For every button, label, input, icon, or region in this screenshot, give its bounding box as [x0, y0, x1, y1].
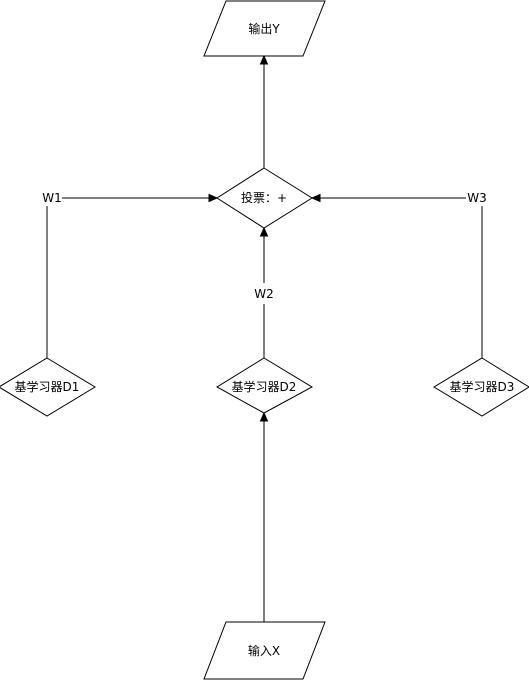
node-learner3: 基学习器D3 — [433, 357, 529, 417]
node-input-label: 输入X — [248, 643, 280, 658]
node-vote-label: 投票：+ — [241, 190, 287, 205]
edge-vote-to-output — [259, 54, 269, 168]
node-learner2-label: 基学习器D2 — [232, 379, 297, 394]
node-output: 输出Y — [203, 0, 326, 57]
edge-input-to-learner2 — [259, 411, 269, 622]
arrowhead-up-icon — [259, 54, 269, 65]
node-vote: 投票：+ — [216, 167, 313, 229]
node-learner1: 基学习器D1 — [0, 357, 96, 417]
edge-label-w3: W3 — [467, 191, 487, 205]
node-input: 输入X — [203, 621, 326, 680]
edge-label-w1: W1 — [42, 191, 62, 205]
arrowhead-left-icon — [310, 193, 321, 203]
arrowhead-up-icon — [259, 411, 269, 422]
edge-label-w2: W2 — [254, 287, 274, 301]
node-learner2: 基学习器D2 — [216, 357, 314, 414]
edge-w2 — [259, 226, 269, 358]
node-output-label: 输出Y — [248, 21, 280, 36]
edge-w3 — [310, 193, 483, 358]
arrowhead-right-icon — [208, 193, 219, 203]
arrowhead-up-icon — [259, 226, 269, 237]
edge-w1 — [46, 193, 219, 358]
node-learner3-label: 基学习器D3 — [450, 379, 515, 394]
node-learner1-label: 基学习器D1 — [15, 379, 80, 394]
